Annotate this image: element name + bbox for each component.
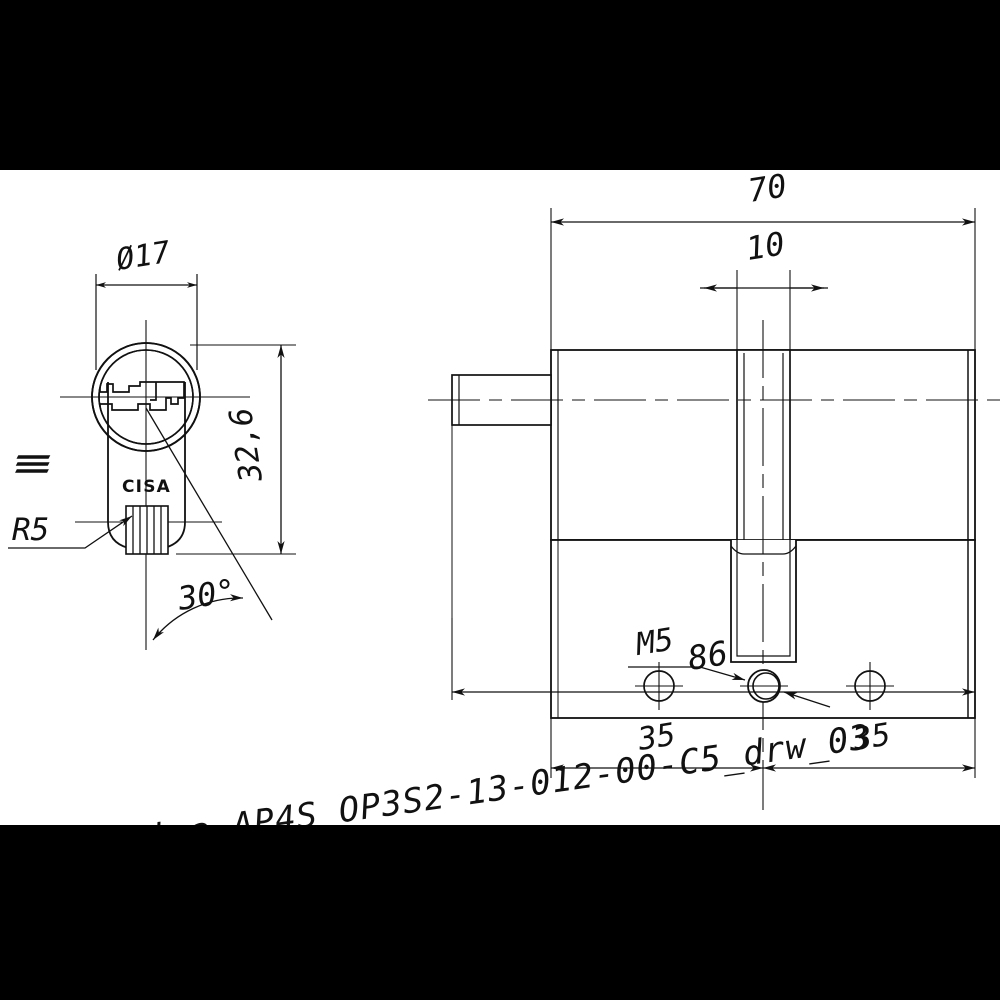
technical-drawing-svg: Ø17 [8, 170, 1000, 825]
dimension-32-6: 32,6 [176, 344, 296, 555]
drawing-caption: Cisa AP4S OP3S2-13-012-00-C5_drw_03 [124, 717, 874, 825]
letterbox-top [0, 0, 1000, 170]
dimension-diameter-17: Ø17 [96, 235, 197, 288]
right-side-view: 70 10 [428, 170, 1000, 810]
right-view-centerlines [428, 320, 1000, 810]
leader-r5-label: R5 [12, 512, 49, 548]
letterbox-bottom [0, 825, 1000, 1000]
diameter-extension-lines [95, 274, 198, 370]
keyway-profile [99, 381, 185, 411]
dimension-70: 70 [550, 170, 976, 360]
dimension-35-right: 35 [763, 717, 976, 778]
dimension-35-right-label: 35 [850, 717, 893, 759]
dimension-10-label: 10 [743, 224, 787, 268]
dimension-10: 10 [700, 224, 828, 360]
dimension-35-left-label: 35 [635, 717, 678, 759]
leader-r5: R5 [8, 512, 133, 549]
leader-m5: M5 [628, 622, 831, 708]
left-end-view: Ø17 [8, 235, 296, 650]
knurl-block [125, 505, 169, 555]
cisa-brand-text: CISA [122, 477, 171, 497]
drawing-sheet: Ø17 [0, 170, 1000, 825]
dimension-diameter-17-label: Ø17 [114, 235, 173, 278]
dimension-70-label: 70 [745, 170, 789, 210]
dimension-angle-30: 70 30° [145, 407, 273, 641]
cisa-logo-icon [15, 455, 51, 473]
leader-m5-label: M5 [633, 622, 676, 664]
dimension-86: 86 [451, 425, 975, 700]
angle-30-label: 30° [174, 571, 238, 618]
dimension-86-label: 86 [685, 633, 730, 678]
dimension-32-6-label: 32,6 [223, 405, 270, 485]
dimension-35-left: 35 [550, 717, 763, 778]
